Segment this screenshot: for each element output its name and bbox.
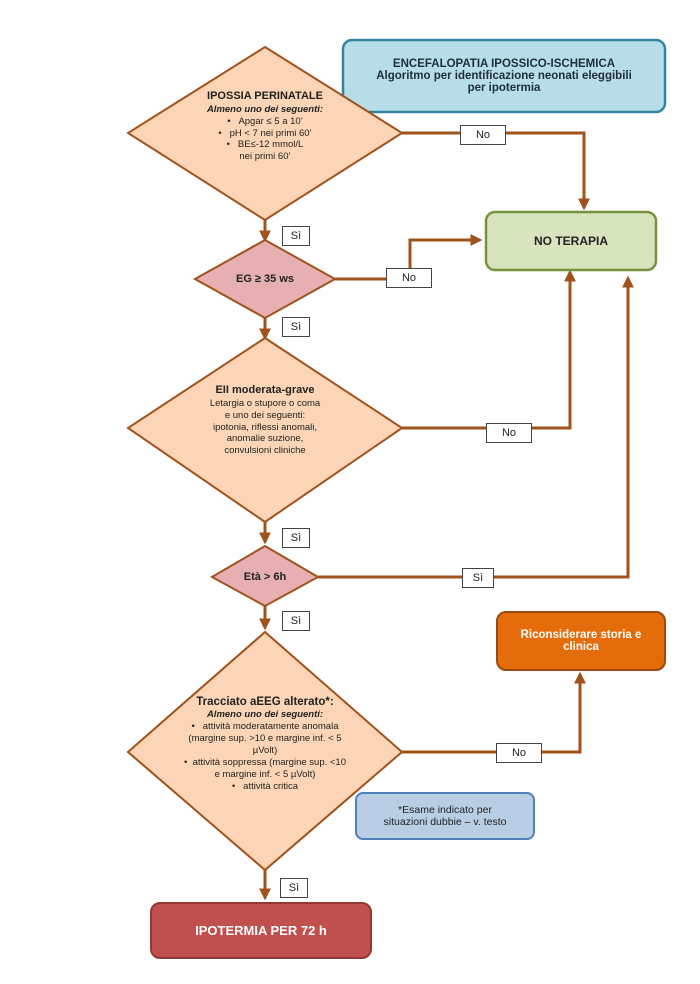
edge-label-si: Sì	[462, 568, 494, 588]
aeeg-line: • attività soppressa (margine sup. <10	[183, 756, 346, 768]
eg-diamond	[192, 238, 338, 320]
therapy-label: IPOTERMIA PER 72 h	[195, 923, 327, 938]
note-line-2: situazioni dubbie – v. testo	[383, 816, 507, 828]
edge-label-no: No	[496, 743, 542, 763]
therapy-box: IPOTERMIA PER 72 h	[151, 903, 371, 958]
aeeg-line: µVolt)	[252, 745, 278, 756]
hypoxia-title: IPOSSIA PERINATALE	[207, 90, 323, 102]
eii-line: e uno dei seguenti:	[224, 409, 306, 421]
aeeg-subtitle: Almeno uno dei seguenti:	[206, 709, 324, 721]
reconsider-box: Riconsiderare storia e clinica	[497, 612, 665, 670]
aeeg-line: • attività critica	[231, 780, 299, 792]
note-box: *Esame indicato per situazioni dubbie – …	[356, 793, 534, 839]
edge-label-si: Sì	[282, 611, 310, 631]
eii-diamond	[126, 336, 404, 524]
title-box: ENCEFALOPATIA IPOSSICO-ISCHEMICA Algorit…	[343, 40, 665, 112]
edge-label-si: Sì	[282, 226, 310, 246]
edge-label-no: No	[486, 423, 532, 443]
edge-label-no: No	[460, 125, 506, 145]
eg-text: EG ≥ 35 ws	[205, 268, 325, 290]
title-line-1: ENCEFALOPATIA IPOSSICO-ISCHEMICA	[392, 58, 616, 70]
edge-label-si: Sì	[282, 317, 310, 337]
aeeg-title: Tracciato aEEG alterato*:	[196, 696, 334, 708]
reconsider-shape	[496, 611, 666, 671]
eii-line: anomalie suzione,	[226, 433, 304, 445]
reconsider-line-2: clinica	[563, 641, 599, 653]
hypoxia-diamond	[126, 45, 404, 222]
arrow-age-si	[318, 275, 634, 579]
aeeg-line: (margine sup. >10 e margine inf. < 5	[188, 733, 342, 745]
hypoxia-subtitle: Almeno uno dei seguenti:	[206, 103, 324, 115]
eg-label: EG ≥ 35 ws	[235, 273, 294, 285]
no-therapy-shape	[484, 210, 658, 272]
title-line-3: per ipotermia	[467, 82, 541, 94]
title-line-2: Algoritmo per identificazione neonati el…	[376, 70, 632, 82]
note-shape	[355, 792, 535, 840]
age-text: Età > 6h	[225, 567, 305, 587]
edge-label-si: Sì	[280, 878, 308, 898]
edge-label-no: No	[386, 268, 432, 288]
note-line-1: *Esame indicato per	[398, 804, 492, 816]
hypoxia-item: nei primi 60’	[239, 151, 291, 163]
eii-line: ipotonia, riflessi anomali,	[212, 421, 318, 433]
no-therapy-box: NO TERAPIA	[486, 212, 656, 270]
age-diamond	[209, 544, 321, 608]
aeeg-text: Tracciato aEEG alterato*: Almeno uno dei…	[165, 695, 365, 793]
aeeg-diamond	[126, 630, 404, 872]
reconsider-line-1: Riconsiderare storia e	[520, 629, 642, 641]
hypoxia-item: • Apgar ≤ 5 a 10’	[227, 115, 303, 127]
age-label: Età > 6h	[243, 571, 287, 583]
hypoxia-text: IPOSSIA PERINATALE Almeno uno dei seguen…	[180, 90, 350, 163]
arrow-aeeg-no	[402, 671, 586, 754]
title-box-shape	[341, 38, 667, 114]
eii-text: EII moderata-grave Letargia o stupore o …	[180, 384, 350, 457]
arrow-eg-no	[335, 234, 483, 281]
hypoxia-item: • BE≤-12 mmol/L	[226, 139, 304, 151]
no-therapy-label: NO TERAPIA	[533, 234, 608, 248]
eii-line: Letargia o stupore o coma	[209, 397, 321, 409]
arrow-eii-no	[402, 269, 576, 430]
therapy-shape	[150, 902, 372, 959]
aeeg-line: • attività moderatamente anomala	[191, 721, 339, 733]
eii-title: EII moderata-grave	[215, 384, 315, 396]
aeeg-line: e margine inf. < 5 µVolt)	[214, 768, 316, 780]
hypoxia-item: • pH < 7 nei primi 60’	[218, 127, 312, 139]
eii-line: convulsioni cliniche	[224, 445, 306, 457]
edge-label-si: Sì	[282, 528, 310, 548]
